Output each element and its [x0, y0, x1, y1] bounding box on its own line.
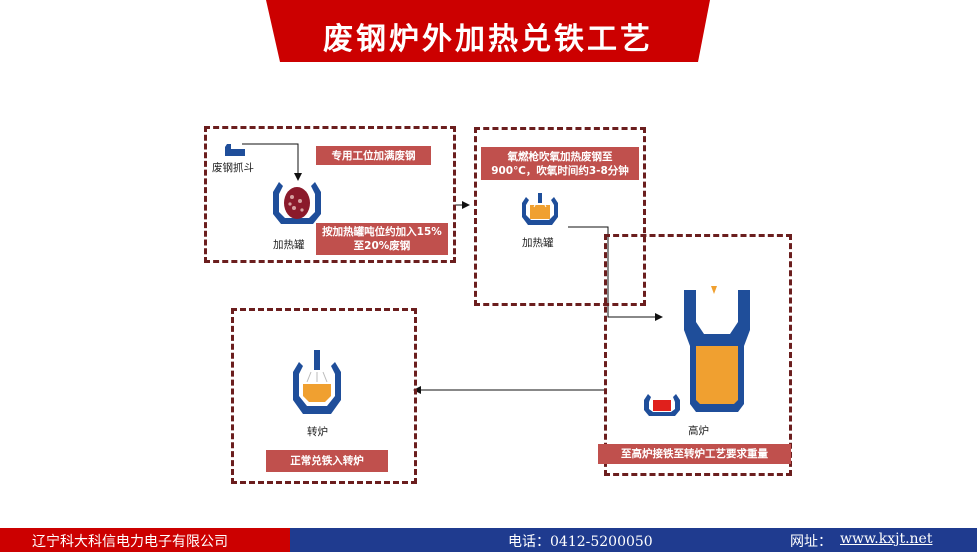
title-banner-shape	[266, 0, 710, 62]
converter-icon	[291, 350, 343, 422]
arrow-grab-to-ladle	[242, 143, 302, 181]
heating-ladle-icon	[273, 180, 321, 230]
step1-box	[204, 126, 456, 263]
step1-label-top: 专用工位加满废钢	[316, 146, 431, 165]
step2-box	[474, 127, 646, 306]
footer-website-link[interactable]: www.kxjt.net	[840, 531, 933, 547]
step1-label-bottom: 按加热罐吨位约加入15%至20%废钢	[316, 223, 448, 255]
footer-contact-band	[290, 528, 977, 552]
title-banner: 废钢炉外加热兑铁工艺	[266, 0, 710, 64]
scrap-grab-icon	[225, 141, 245, 160]
converter-caption: 转炉	[307, 426, 328, 438]
oxy-lance-ladle-icon	[522, 193, 558, 231]
footer-phone: 电话：0412-5200050	[508, 534, 653, 550]
step3-box	[604, 234, 792, 476]
step4-box	[231, 308, 417, 484]
step3-label: 至高炉接铁至转炉工艺要求重量	[598, 444, 791, 464]
hot-metal-ladle-icon	[644, 392, 680, 422]
step4-label: 正常兑铁入转炉	[266, 450, 388, 472]
scrap-grab-caption: 废钢抓斗	[212, 162, 254, 174]
page-title: 废钢炉外加热兑铁工艺	[323, 22, 653, 57]
arrow-step2-to-step3	[568, 226, 663, 321]
footer: 辽宁科大科信电力电子有限公司 电话：0412-5200050 网址： www.k…	[0, 528, 977, 552]
footer-website-label: 网址：	[790, 534, 832, 550]
step1-ladle-caption: 加热罐	[273, 239, 305, 251]
furnace-caption: 高炉	[688, 425, 709, 437]
blast-furnace-icon	[682, 284, 752, 416]
step2-label: 氧燃枪吹氧加热废钢至900℃，吹氧时间约3-8分钟	[481, 147, 639, 180]
footer-company: 辽宁科大科信电力电子有限公司	[32, 534, 228, 550]
footer-company-band	[0, 528, 290, 552]
step2-ladle-caption: 加热罐	[522, 237, 554, 249]
